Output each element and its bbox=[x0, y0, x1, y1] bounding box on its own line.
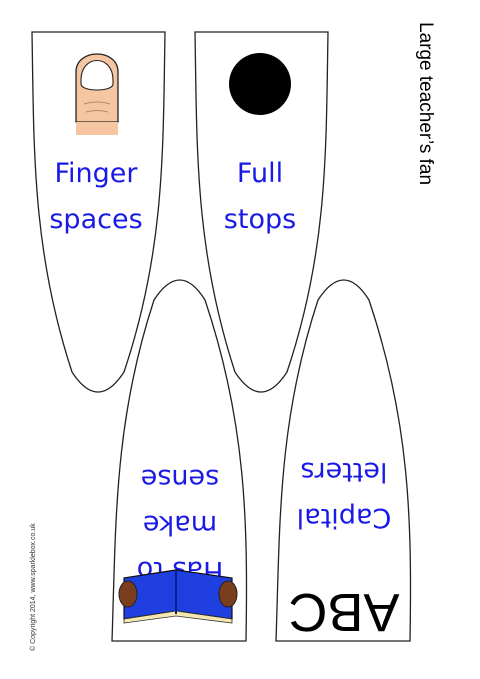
thumb-icon bbox=[75, 53, 119, 135]
sheet-title-text: Large teacher’s fan bbox=[415, 22, 436, 186]
blade-label-line2: make bbox=[143, 509, 217, 540]
abc-letters-icon: ABC bbox=[288, 582, 399, 642]
blade-label-line2: letters bbox=[300, 456, 387, 487]
copyright-text: © Copyright 2014, www.sparklebox.co.uk bbox=[30, 523, 37, 651]
fan-blade-full-stops: Full stops bbox=[194, 31, 329, 393]
open-book-icon bbox=[118, 569, 238, 624]
fan-blade-finger-spaces: Finger spaces bbox=[31, 31, 166, 393]
blade-label-line2: spaces bbox=[49, 204, 142, 235]
blade-label-line1: Finger bbox=[54, 158, 138, 189]
blade-label-line2: stops bbox=[224, 204, 296, 235]
blade-label-line1: Full bbox=[237, 158, 283, 189]
blade-label-line3: sense bbox=[141, 463, 219, 494]
blade-label-line1: Capital bbox=[297, 502, 392, 533]
full-stop-dot-icon bbox=[229, 53, 291, 115]
fan-blade-has-to-make-sense: Has to make sense bbox=[111, 279, 248, 642]
fan-blade-capital-letters: Capital letters ABC bbox=[275, 279, 412, 642]
